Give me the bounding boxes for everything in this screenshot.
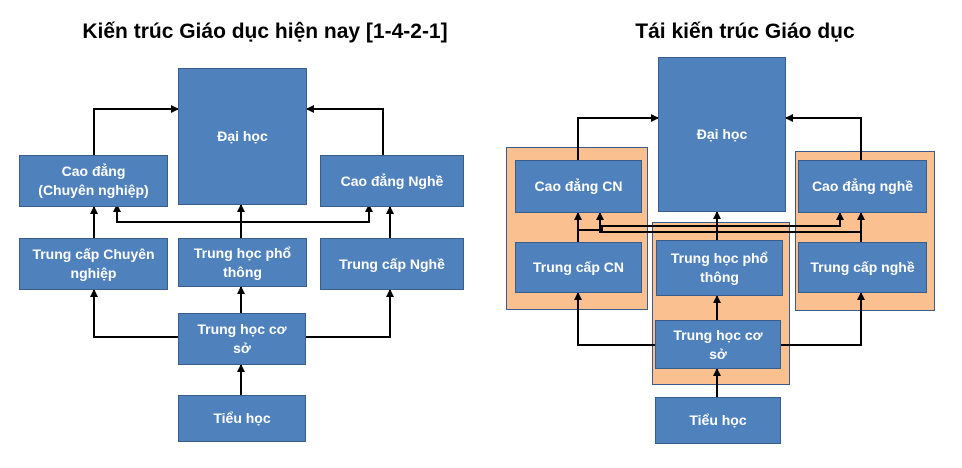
- left-trung-cap-nghe-box: Trung cấp Nghề: [320, 238, 464, 290]
- arrow-cdnghe-daihoc: [306, 105, 384, 155]
- arrow-thcs-tccn: [90, 289, 178, 338]
- left-cao-dang-nghe-box: Cao đẳng Nghề: [320, 155, 464, 207]
- right-tieu-hoc-box: Tiểu học: [655, 397, 781, 444]
- left-tieu-hoc-box: Tiểu học: [178, 395, 306, 442]
- right-dai-hoc-box: Đại học: [658, 57, 786, 212]
- arrow-thpt-crosslink: [113, 204, 241, 223]
- right-trung-hoc-co-so-box: Trung học cơ sở: [655, 320, 781, 369]
- left-diagram-title: Kiến trúc Giáo dục hiện nay [1-4-2-1]: [82, 20, 448, 43]
- arrow-thpt-crosslink-right: [241, 204, 373, 223]
- left-dai-hoc-box: Đại học: [178, 68, 307, 205]
- arrow-caodang-daihoc: [93, 105, 179, 155]
- left-cao-dang-box: Cao đẳng (Chuyên nghiệp): [19, 155, 168, 207]
- left-trung-hoc-pho-thong-box: Trung học phổ thông: [178, 238, 307, 287]
- right-diagram-title: Tái kiến trúc Giáo dục: [635, 20, 855, 43]
- right-trung-cap-cn-box: Trung cấp CN: [515, 242, 642, 293]
- right-cao-dang-cn-box: Cao đẳng CN: [515, 160, 642, 213]
- left-trung-cap-chuyen-nghiep-box: Trung cấp Chuyên nghiệp: [19, 238, 168, 290]
- right-cao-dang-nghe-box: Cao đẳng nghề: [798, 160, 927, 213]
- arrow-thcs-tcnghe: [306, 289, 394, 338]
- left-trung-hoc-co-so-box: Trung học cơ sở: [178, 313, 306, 365]
- right-trung-cap-nghe-box: Trung cấp nghề: [798, 242, 927, 293]
- right-trung-hoc-pho-thong-box: Trung học phổ thông: [656, 240, 783, 296]
